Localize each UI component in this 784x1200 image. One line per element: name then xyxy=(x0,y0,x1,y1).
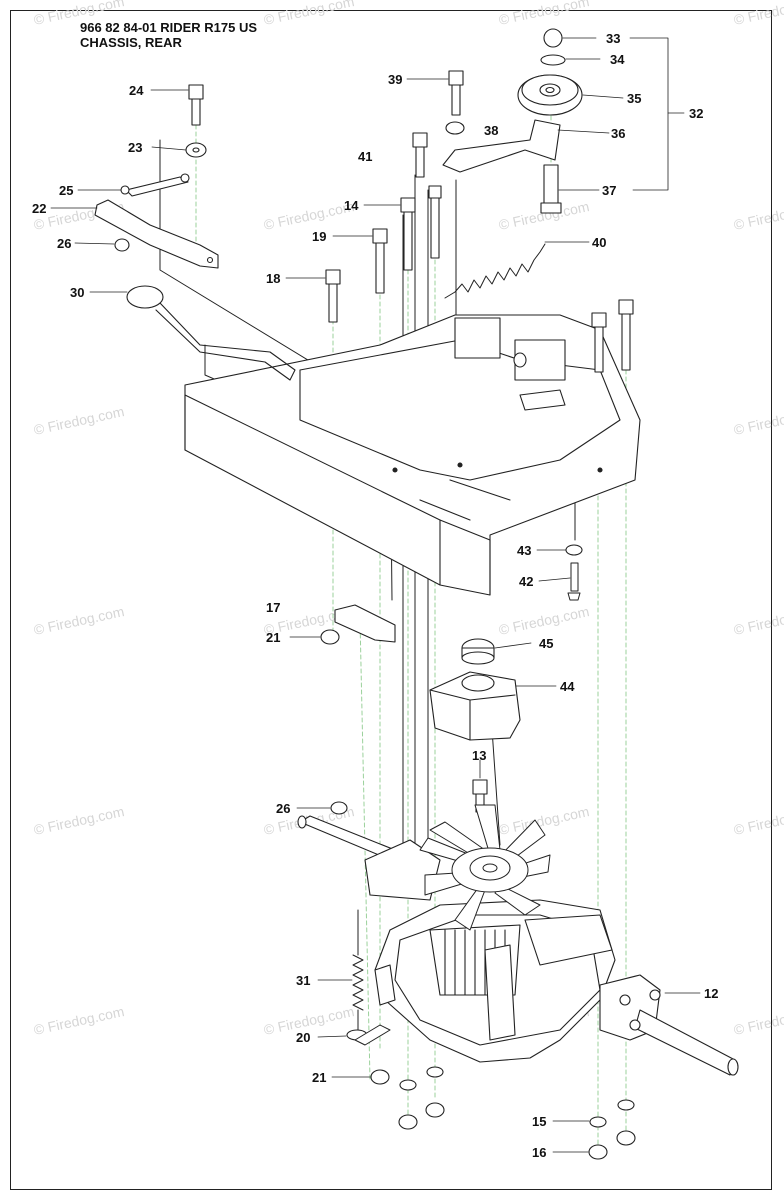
transaxle-assembly xyxy=(297,815,739,1076)
part-30-lever-rod xyxy=(126,285,296,381)
watermark-text: © Firedog.com xyxy=(32,803,125,838)
part-42-link xyxy=(567,562,581,601)
title-line-section: CHASSIS, REAR xyxy=(80,35,182,50)
nuts-and-washers xyxy=(114,28,636,1160)
watermark-text: © Firedog.com xyxy=(32,0,125,28)
diagram-title: 966 82 84-01 RIDER R175 US CHASSIS, REAR xyxy=(80,20,257,50)
callout-31: 31 xyxy=(296,973,310,988)
bolts xyxy=(188,70,634,813)
part-31-spring xyxy=(352,909,364,1031)
part-17-bar xyxy=(334,604,396,643)
callout-20: 20 xyxy=(296,1030,310,1045)
callout-labels: 33 34 35 32 36 37 24 39 38 23 41 25 22 1… xyxy=(32,31,718,1160)
callout-39: 39 xyxy=(388,72,402,87)
part-20-plate xyxy=(354,1024,391,1046)
callout-38: 38 xyxy=(484,123,498,138)
callout-36: 36 xyxy=(611,126,625,141)
callout-16: 16 xyxy=(532,1145,546,1160)
callout-32: 32 xyxy=(689,106,703,121)
part-38-idler-bracket xyxy=(442,119,561,173)
watermark-text: © Firedog.com xyxy=(497,603,590,638)
cooling-fan xyxy=(419,804,551,931)
watermark-text: © Firedog.com xyxy=(732,198,784,233)
callout-13: 13 xyxy=(472,748,486,763)
watermark-text: © Firedog.com xyxy=(32,603,125,638)
callout-21: 21 xyxy=(266,630,280,645)
part-45-cap xyxy=(461,638,495,665)
part-22-lever-arm xyxy=(94,199,219,269)
callout-15: 15 xyxy=(532,1114,546,1129)
watermark-text: © Firedog.com xyxy=(497,0,590,28)
title-line-model: 966 82 84-01 RIDER R175 US xyxy=(80,20,258,35)
callout-45: 45 xyxy=(539,636,553,651)
watermark-text: © Firedog.com xyxy=(732,1003,784,1038)
part-35-idler-pulley xyxy=(517,74,583,116)
callout-17: 17 xyxy=(266,600,280,615)
part-44-reservoir xyxy=(429,671,521,741)
callout-14: 14 xyxy=(344,198,359,213)
callout-22: 22 xyxy=(32,201,46,216)
part-25-link-rod xyxy=(120,173,190,197)
chassis-plate xyxy=(184,314,641,596)
callout-33: 33 xyxy=(606,31,620,46)
callout-12: 12 xyxy=(704,986,718,1001)
callout-26: 26 xyxy=(57,236,71,251)
watermark-text: © Firedog.com xyxy=(262,198,355,233)
watermark-text: © Firedog.com xyxy=(732,603,784,638)
diagram-frame xyxy=(10,10,772,1190)
callout-30: 30 xyxy=(70,285,84,300)
watermark-text: © Firedog.com xyxy=(732,0,784,28)
callout-34: 34 xyxy=(610,52,625,67)
callout-26: 26 xyxy=(276,801,290,816)
callout-25: 25 xyxy=(59,183,73,198)
watermark-text: © Firedog.com xyxy=(32,1003,125,1038)
watermark-text: © Firedog.com xyxy=(32,403,125,438)
callout-40: 40 xyxy=(592,235,606,250)
callout-19: 19 xyxy=(312,229,326,244)
callout-leaders xyxy=(50,37,701,1153)
watermark-text: © Firedog.com xyxy=(262,0,355,28)
callout-37: 37 xyxy=(602,183,616,198)
callout-18: 18 xyxy=(266,271,280,286)
callout-35: 35 xyxy=(627,91,641,106)
callout-43: 43 xyxy=(517,543,531,558)
callout-42: 42 xyxy=(519,574,533,589)
callout-24: 24 xyxy=(129,83,144,98)
callout-44: 44 xyxy=(560,679,575,694)
callout-41: 41 xyxy=(358,149,372,164)
callout-21: 21 xyxy=(312,1070,326,1085)
callout-23: 23 xyxy=(128,140,142,155)
watermark-text: © Firedog.com xyxy=(732,403,784,438)
part-40-spring xyxy=(444,243,546,299)
watermark-text: © Firedog.com xyxy=(732,803,784,838)
